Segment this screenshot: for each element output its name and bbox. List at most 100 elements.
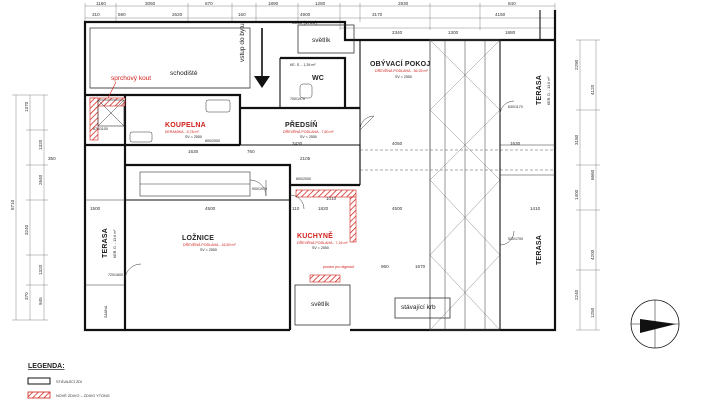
terrace-right: TERASA TERASA KER. D. - 13,6 m² (499, 40, 555, 330)
staircase-label: schodiště (170, 70, 198, 77)
terrace-left-label: TERASA (102, 228, 109, 258)
dim-right-1: 2290 (574, 59, 579, 70)
dim-right-7: 2240 (574, 289, 579, 300)
dim-int-4: 2105 (300, 156, 311, 161)
fireplace-label: stávající krb (401, 304, 436, 311)
door-tag-6: 870/1100 (93, 127, 108, 131)
entrance-label: vstup do bytu (239, 23, 246, 62)
wc-title: WC (312, 75, 324, 82)
exterior-walls (83, 10, 557, 332)
room-loznice: LOŽNICE DŘEVĚNÁ PODLAHA - 16,59 m² SV = … (125, 163, 292, 330)
dim-int-5: 4500 (205, 206, 216, 211)
glass-grid (360, 39, 555, 331)
staircase: schodiště (89, 27, 251, 89)
kuchyne-floor: DŘEVĚNÁ PODLAHA - 7,16 m² (297, 240, 349, 245)
dim-top-2: 3060 (145, 1, 156, 6)
dim-top-7: 840 (508, 1, 516, 6)
dim-left-total: 8710 (10, 199, 15, 210)
north-arrow-icon (630, 299, 680, 349)
dim-left-3: 2640 (38, 174, 43, 185)
wc-floor: KE. S. - 1,39 m² (290, 63, 316, 67)
dim-int-9: 110 (292, 206, 300, 211)
dim-top2-4: 160 (238, 12, 246, 17)
dim-right-4: 6660 (590, 169, 595, 180)
room-predsin: PŘEDSÍŇ DŘEVĚNÁ PODLAHA - 7,60 m² SV = 2… (240, 106, 375, 185)
dim-top2-5: 4900 (300, 12, 311, 17)
room-obyvaci-pokoj: OBÝVACÍ POKOJ DŘEVĚNÁ PODLAHA - 36,25 m²… (359, 40, 430, 185)
door-tag-4: 800/2000 (296, 177, 311, 181)
koupelna-height: SV = 2550 (185, 135, 202, 139)
entrance-arrow: vstup do bytu (239, 23, 270, 88)
dim-right-8: 1250 (590, 307, 595, 318)
hood-label: prostor pro digestoř (323, 265, 355, 269)
dim-top-3: 670 (205, 1, 213, 6)
dim-top-6: 2930 (398, 1, 409, 6)
dim-top-5: 1280 (315, 1, 326, 6)
door-tags: 800/2000 700/1970 900/1970 800/2000 630/… (93, 97, 523, 277)
legend-item-new: NOVÉ ZDIVO – ZDIVO YTONG (56, 393, 110, 398)
dim-int-14: 4500 (392, 206, 403, 211)
dim-top-1: 1160 (96, 1, 106, 6)
dim-top-4: 1890 (268, 1, 279, 6)
koupelna-title: KOUPELNA (165, 122, 206, 129)
dim-left-8: 350 (48, 156, 56, 161)
dim-int-6: 1820 (318, 206, 329, 211)
dim-top3-4: 1880 (505, 30, 516, 35)
dim-int-10: 960 (381, 264, 389, 269)
dim-right-6: 4200 (590, 249, 595, 260)
obyvaci-height: SV = 2550 (395, 75, 412, 79)
legend-swatch-existing (27, 377, 51, 385)
dim-left-1: 1370 (24, 101, 29, 112)
sauna-label: SAUNA (104, 305, 108, 318)
koupelna-floor: KERAMIKA - 5,78 m² (165, 130, 200, 134)
obyvaci-floor: DŘEVĚNÁ PODLAHA - 36,25 m² (375, 68, 429, 73)
dim-int-7: 1010 (326, 196, 337, 201)
kuchyne-title: KUCHYNĚ (297, 231, 333, 240)
obyvaci-title: OBÝVACÍ POKOJ (370, 59, 430, 68)
loznice-title: LOŽNICE (182, 233, 214, 242)
room-wc: WC KE. S. - 1,39 m² (279, 56, 347, 108)
dim-int-2: 760 (247, 149, 255, 154)
terrace-left-sub: KER. D. - 13,6 m² (113, 229, 117, 258)
door-tag-3: 900/1970 (252, 187, 267, 191)
door-tag-1: 800/2000 (205, 139, 220, 143)
door-tag-8: 720/1600 (108, 273, 123, 277)
predsin-floor: DŘEVĚNÁ PODLAHA - 7,60 m² (283, 129, 335, 134)
dim-top2-6: 3170 (372, 12, 383, 17)
door-tag-7: 520/1700 (508, 237, 523, 241)
dim-top2-2: 590 (118, 12, 126, 17)
dim-left-4: 3240 (24, 224, 29, 235)
dim-int-11: 1670 (415, 264, 426, 269)
dim-int-15: 1630 (510, 141, 521, 146)
legend: LEGENDA: STÁVAJÍCÍ ZDI NOVÉ ZDIVO – ZDIV… (27, 363, 110, 399)
legend-swatch-new (27, 391, 51, 399)
kuchyne-height: SV = 2550 (312, 246, 329, 250)
dim-top2-7: 4150 (495, 12, 506, 17)
terrace-right-top-sub: KER. D. - 13,6 m² (547, 76, 551, 105)
legend-title: LEGENDA: (28, 363, 65, 370)
room-koupelna: sprchový kout KOUPELNA KERAMIKA - 5,78 m… (85, 75, 242, 147)
dim-top3-3: 1300 (448, 30, 459, 35)
dim-right-2: 4120 (590, 84, 595, 95)
legend-item-existing: STÁVAJÍCÍ ZDI (56, 380, 82, 384)
dim-left-7: 370 (24, 292, 29, 300)
skylight-bottom-label: světlík (311, 301, 330, 308)
left-dimension-chain: 8710 1370 1320 2640 3240 1320 945 370 35… (10, 94, 56, 321)
terrace-right-bottom-label: TERASA (536, 235, 543, 265)
top-dimension-chain: 1160 3060 670 1890 1280 2930 840 310 590… (84, 1, 556, 35)
dim-right-3: 3180 (574, 134, 579, 145)
dim-left-6: 945 (38, 297, 43, 305)
dim-int-13: 4050 (392, 141, 403, 146)
terrace-right-top-label: TERASA (536, 75, 543, 105)
dim-int-12: 1410 (530, 206, 541, 211)
dim-int-8: 1500 (90, 206, 101, 211)
dim-int-3: 3430 (292, 141, 303, 146)
dim-left-2: 1320 (38, 139, 43, 150)
right-dimension-chain: 2290 4120 3180 6660 1400 4200 2240 1250 (574, 39, 600, 331)
fireplace: stávající krb (394, 297, 451, 319)
dim-top2-3: 2620 (172, 12, 183, 17)
loznice-height: SV = 2550 (200, 248, 217, 252)
dim-left-5: 1320 (38, 264, 43, 275)
dim-top2-1: 310 (92, 12, 100, 17)
